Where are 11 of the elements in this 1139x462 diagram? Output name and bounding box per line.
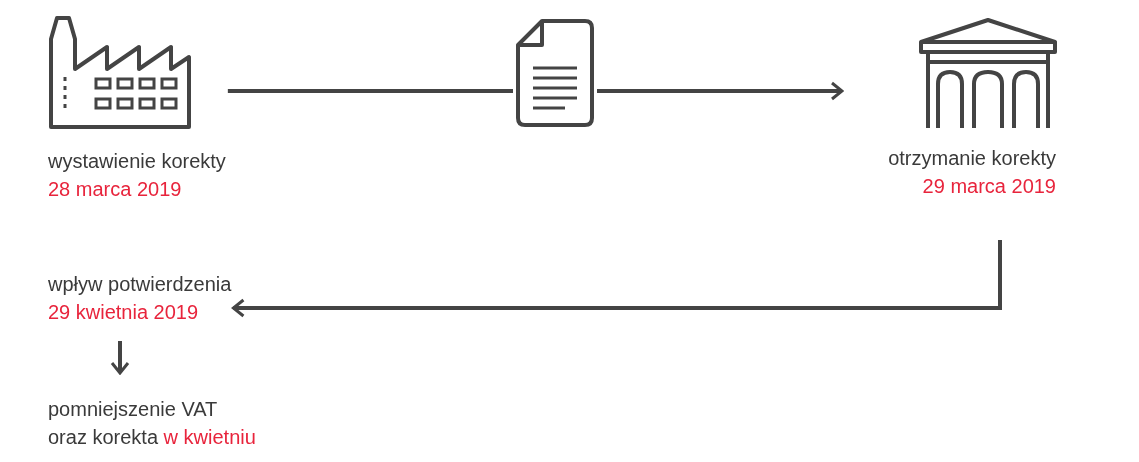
step-label: wystawienie korekty	[48, 149, 226, 174]
arrow	[231, 240, 1002, 318]
arrow	[597, 81, 844, 101]
date-label: 29 kwietnia 2019	[48, 300, 200, 325]
date-label: 29 marca 2019	[921, 174, 1056, 199]
step-label: otrzymanie korekty	[887, 146, 1056, 171]
step-label: pomniejszenie VAT oraz korekta w kwietniu	[48, 397, 257, 450]
connector-line	[227, 89, 513, 93]
date-label: 28 marca 2019	[48, 177, 183, 202]
arrow	[110, 341, 130, 375]
step-label: wpływ potwierdzenia	[48, 272, 232, 297]
